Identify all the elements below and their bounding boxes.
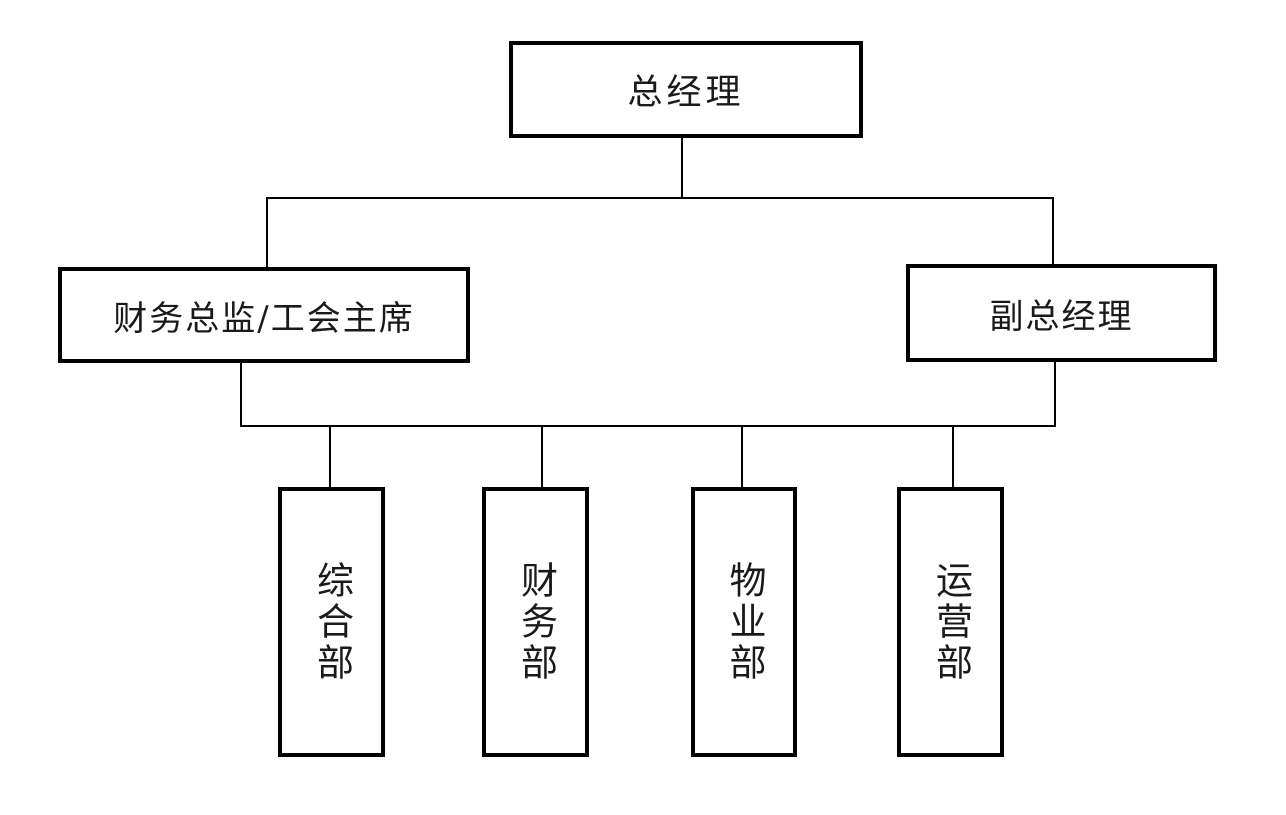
connector-rail1-to-cfo	[266, 197, 268, 267]
connector-cfo-vertical	[240, 363, 242, 427]
connector-rail2-to-general-dept	[329, 427, 331, 487]
connector-rail2-to-operations-dept	[952, 427, 954, 487]
connector-rail1-to-deputy	[1052, 197, 1054, 264]
connector-level1-rail	[266, 197, 1054, 199]
node-deputy-general-manager: 副总经理	[906, 264, 1217, 362]
connector-level2-rail	[240, 425, 1056, 427]
node-general-manager: 总经理	[509, 41, 863, 138]
node-finance-department: 财务部	[482, 487, 589, 757]
connector-root-vertical	[681, 138, 683, 198]
node-property-department: 物业部	[691, 487, 797, 757]
connector-rail2-to-finance-dept	[541, 427, 543, 487]
connector-rail2-to-property-dept	[741, 427, 743, 487]
node-operations-department: 运营部	[897, 487, 1004, 757]
node-general-department: 综合部	[278, 487, 385, 757]
node-cfo-union-chairman: 财务总监/工会主席	[58, 267, 470, 363]
connector-deputy-vertical	[1054, 362, 1056, 427]
